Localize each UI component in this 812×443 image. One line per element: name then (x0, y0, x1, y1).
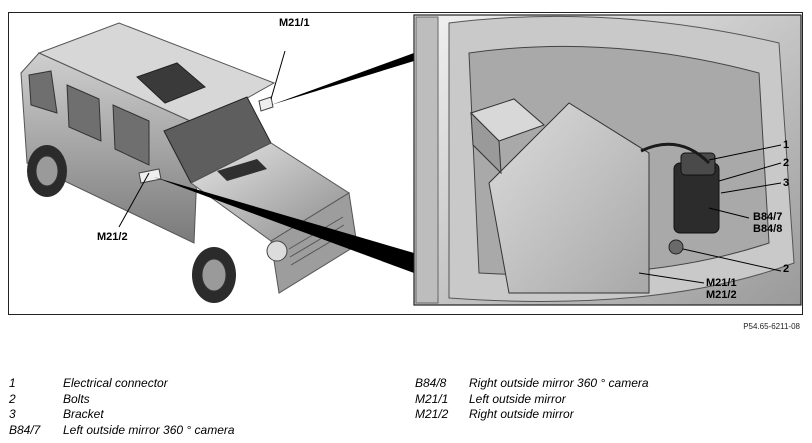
callout-1: 1 (783, 139, 790, 151)
vehicle-illustration (20, 22, 358, 303)
legend-key: M21/1 (415, 391, 449, 406)
detail-panel (413, 14, 802, 306)
legend-text: Bracket (63, 407, 104, 421)
legend-right: B84/8 Right outside mirror 360 ° camera M… (415, 376, 649, 423)
legend-item: M21/1 Left outside mirror (415, 392, 649, 408)
legend-key: 3 (9, 407, 16, 421)
diagram-figure: M21/1 M21/2 1 2 3 B84/7 B84/8 2 M21/1 M2… (8, 12, 803, 315)
legend-item: B84/8 Right outside mirror 360 ° camera (415, 376, 649, 392)
legend-item: 2 Bolts (9, 392, 235, 408)
legend-text: Bolts (63, 391, 90, 406)
zoom-wedge (271, 53, 414, 105)
legend-item: M21/2 Right outside mirror (415, 407, 649, 423)
legend-left: 1 Electrical connector 2 Bolts 3 Bracket B8… (9, 376, 235, 438)
legend-key: B84/8 (415, 376, 447, 390)
figure-code: P54.65-6211-08 (743, 322, 800, 331)
callout-b84-8: B84/8 (753, 223, 783, 235)
zoom-wedge-bottom (154, 177, 414, 273)
callout-2-bottom: 2 (783, 263, 790, 275)
legend-text: Right outside mirror (469, 407, 574, 421)
legend-text: Left outside mirror 360 ° camera (63, 422, 235, 437)
legend-key: 2 (9, 391, 16, 406)
diagram-illustration (20, 14, 802, 306)
callout-b84-7: B84/7 (753, 211, 783, 223)
legend-key: M21/2 (415, 407, 449, 421)
callout-m21-1-detail: M21/1 (706, 277, 737, 289)
legend-item: 3 Bracket (9, 407, 235, 423)
legend-text: Right outside mirror 360 ° camera (469, 376, 649, 390)
callout-3: 3 (783, 177, 790, 189)
callout-m21-2-detail: M21/2 (706, 289, 737, 301)
legend-text: Electrical connector (63, 376, 168, 390)
callout-m21-2-car: M21/2 (97, 231, 128, 243)
legend-item: B84/7 Left outside mirror 360 ° camera (9, 423, 235, 439)
legend-key: B84/7 (9, 422, 41, 437)
legend-item: 1 Electrical connector (9, 376, 235, 392)
leader-lines (118, 50, 286, 228)
legend-text: Left outside mirror (469, 391, 566, 406)
callout-2-top: 2 (783, 157, 790, 169)
legend-key: 1 (9, 376, 16, 390)
callout-m21-1-car: M21/1 (279, 17, 310, 29)
